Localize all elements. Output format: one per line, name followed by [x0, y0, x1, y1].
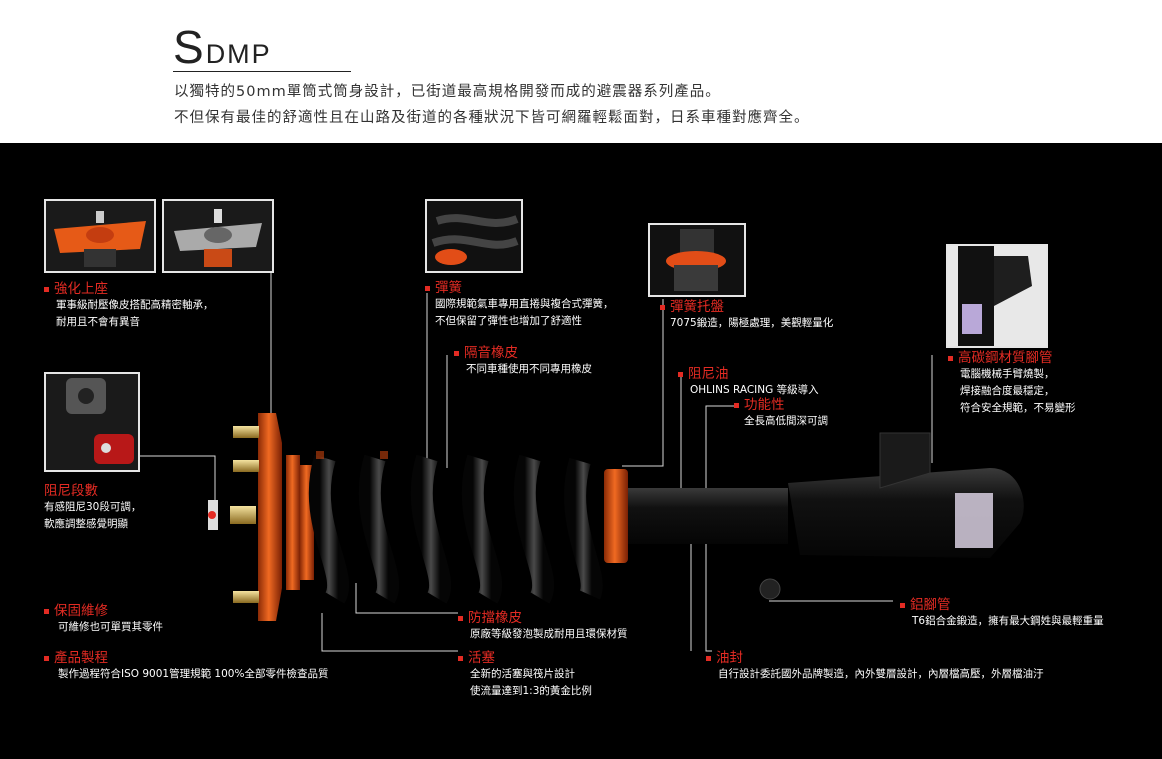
feature-bracket: 高碳鋼材質腳管 電腦機械手臂燒製， 焊接融合度最穩定， 符合安全規範，不易變形	[948, 346, 1076, 417]
feature-spring-desc-1: 國際規範氣車專用直捲與複合式彈簧，	[435, 298, 614, 310]
feature-function: 功能性 全長高低間深可調	[734, 393, 828, 430]
feature-warranty-title: 保固維修	[54, 603, 108, 619]
bullet-icon	[678, 371, 683, 377]
feature-warranty: 保固維修 可維修也可單買其零件	[44, 599, 163, 636]
feature-bracket-desc-2: 焊接融合度最穩定，	[960, 385, 1055, 397]
spring-thumbnail	[425, 199, 523, 273]
feature-seat-desc-1: 7075鍛造，陽極處理，美觀輕量化	[670, 317, 834, 329]
feature-mount: 強化上座 軍事級耐壓像皮搭配高精密軸承， 耐用且不會有異音	[44, 277, 214, 331]
feature-oil-title: 阻尼油	[688, 366, 729, 382]
bullet-icon	[660, 304, 665, 310]
bullet-icon	[948, 355, 953, 361]
feature-warranty-desc-1: 可維修也可單買其零件	[58, 621, 163, 633]
bullet-icon	[454, 350, 459, 356]
feature-bracket-desc-1: 電腦機械手臂燒製，	[960, 368, 1055, 380]
feature-seat-title: 彈簧托盤	[670, 299, 724, 315]
mount-orange-thumbnail	[44, 199, 156, 273]
mount-silver-image	[164, 201, 272, 271]
feature-isolator-desc-1: 不同車種使用不同專用橡皮	[466, 363, 592, 375]
intro-line-1: 以獨特的50mm單筒式筒身設計，已街道最高規格開發而成的避震器系列產品。	[174, 84, 721, 100]
title-underline	[173, 71, 351, 72]
bullet-icon	[44, 286, 49, 292]
feature-tube: 鋁腳管 T6鋁合金鍛造，擁有最大鋼姓與最輕重量	[900, 593, 1104, 630]
bullet-icon	[458, 655, 463, 661]
feature-damping: 阻尼段數 有感阻尼30段可調， 軟應調整感覺明顯	[44, 479, 141, 533]
bullet-icon	[900, 602, 905, 608]
feature-seal-title: 油封	[716, 650, 743, 666]
feature-spring-title: 彈簧	[435, 280, 462, 296]
feature-oil: 阻尼油 OHLINS RACING 等級導入	[678, 362, 819, 399]
bullet-icon	[458, 615, 463, 621]
feature-spring: 彈簧 國際規範氣車專用直捲與複合式彈簧， 不但保留了彈性也增加了舒適性	[425, 276, 614, 330]
bullet-icon	[44, 655, 49, 661]
feature-damping-desc-1: 有感阻尼30段可調，	[44, 501, 142, 513]
feature-spring-desc-2: 不但保留了彈性也增加了舒適性	[435, 315, 582, 327]
feature-bump: 防擋橡皮 原廠等級發泡製成耐用且環保材質	[458, 606, 628, 643]
feature-bracket-title: 高碳鋼材質腳管	[958, 350, 1053, 366]
feature-mount-title: 強化上座	[54, 281, 108, 297]
spring-seat-thumbnail	[648, 223, 746, 297]
feature-bump-title: 防擋橡皮	[468, 610, 522, 626]
intro-line-2: 不但保有最佳的舒適性且在山路及街道的各種狀況下皆可網羅輕鬆面對，日系車種對應齊全…	[174, 110, 810, 126]
feature-process: 產品製程 製作過程符合ISO 9001管理規範 100%全部零件檢查品質	[44, 646, 328, 683]
feature-function-title: 功能性	[744, 397, 785, 413]
feature-process-desc-1: 製作過程符合ISO 9001管理規範 100%全部零件檢查品質	[58, 668, 329, 680]
mount-silver-thumbnail	[162, 199, 274, 273]
bullet-icon	[44, 608, 49, 614]
feature-mount-desc-1: 軍事級耐壓像皮搭配高精密軸承，	[56, 299, 214, 311]
feature-seal-desc-1: 自行設計委託國外品牌製造，內外雙層設計，內層檔高壓，外層檔油汙	[718, 668, 1044, 680]
feature-damping-desc-2: 軟應調整感覺明顯	[44, 518, 128, 530]
feature-spring-seat: 彈簧托盤 7075鍛造，陽極處理，美觀輕量化	[660, 295, 833, 332]
feature-oil-desc-1: OHLINS RACING 等級導入	[690, 384, 819, 396]
product-title: SDMP	[173, 20, 272, 74]
feature-seal: 油封 自行設計委託國外品牌製造，內外雙層設計，內層檔高壓，外層檔油汙	[706, 646, 1044, 683]
feature-isolator: 隔音橡皮 不同車種使用不同專用橡皮	[454, 341, 592, 378]
feature-piston-desc-2: 使流量達到1:3的黃金比例	[470, 685, 592, 697]
bullet-icon	[425, 285, 430, 291]
feature-piston-title: 活塞	[468, 650, 495, 666]
feature-isolator-title: 隔音橡皮	[464, 345, 518, 361]
damping-knob-thumbnail	[44, 372, 140, 472]
feature-mount-desc-2: 耐用且不會有異音	[56, 316, 140, 328]
spring-seat-image	[650, 225, 744, 295]
damping-knob-image	[46, 374, 138, 470]
bracket-thumbnail	[946, 244, 1048, 348]
bracket-image	[948, 246, 1046, 346]
shock-absorber-illustration	[90, 273, 1024, 652]
feature-piston-desc-1: 全新的活塞與筏片設計	[470, 668, 575, 680]
bullet-icon	[734, 402, 739, 408]
feature-damping-title: 阻尼段數	[44, 483, 98, 499]
feature-function-desc-1: 全長高低間深可調	[744, 415, 828, 427]
feature-panel: 強化上座 軍事級耐壓像皮搭配高精密軸承， 耐用且不會有異音 阻尼段數 有感阻尼3…	[0, 143, 1162, 759]
feature-process-title: 產品製程	[54, 650, 108, 666]
title-initial: S	[173, 21, 206, 73]
header: SDMP 以獨特的50mm單筒式筒身設計，已街道最高規格開發而成的避震器系列產品…	[0, 0, 1162, 143]
feature-bump-desc-1: 原廠等級發泡製成耐用且環保材質	[470, 628, 628, 640]
feature-bracket-desc-3: 符合安全規範，不易變形	[960, 402, 1076, 414]
feature-tube-desc-1: T6鋁合金鍛造，擁有最大鋼姓與最輕重量	[912, 615, 1104, 627]
title-rest: DMP	[205, 39, 272, 69]
spring-image	[427, 201, 521, 271]
feature-tube-title: 鋁腳管	[910, 597, 951, 613]
feature-piston: 活塞 全新的活塞與筏片設計 使流量達到1:3的黃金比例	[458, 646, 592, 700]
mount-orange-image	[46, 201, 154, 271]
bullet-icon	[706, 655, 711, 661]
